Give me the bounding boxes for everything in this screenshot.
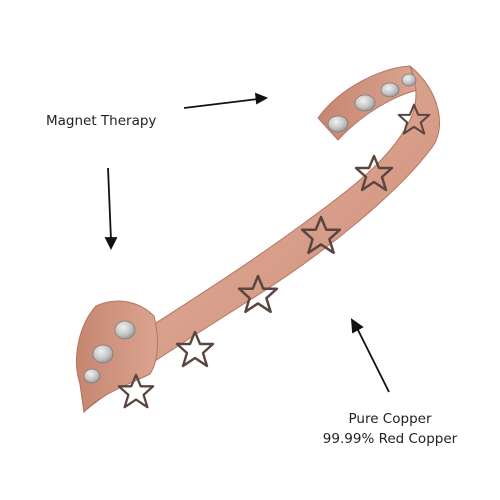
magnet-icon [114,320,136,340]
arrow-down-icon [107,167,112,241]
copper-description: Pure Copper 99.99% Red Copper [300,410,480,449]
cuff-inner-left [76,300,158,414]
arrowhead-icon [254,92,269,105]
star-icon [175,330,215,368]
star-icon [237,274,279,314]
magnet-icon [327,115,349,133]
star-icon [117,373,155,409]
star-icon [397,103,431,135]
arrow-right-icon [183,98,259,109]
magnet-icon [92,344,114,364]
magnet-therapy-label: Magnet Therapy [46,113,157,129]
magnet-icon [401,73,417,87]
pure-copper-label: Pure Copper [348,411,432,427]
magnet-icon [83,368,101,384]
star-icon [354,154,394,192]
star-icon [300,215,342,255]
magnet-icon [380,82,400,98]
magnet-icon [354,94,376,112]
arrowhead-icon [350,318,364,334]
arrow-up-icon [356,327,390,393]
red-copper-label: 99.99% Red Copper [322,430,458,447]
arrowhead-icon [104,237,118,251]
